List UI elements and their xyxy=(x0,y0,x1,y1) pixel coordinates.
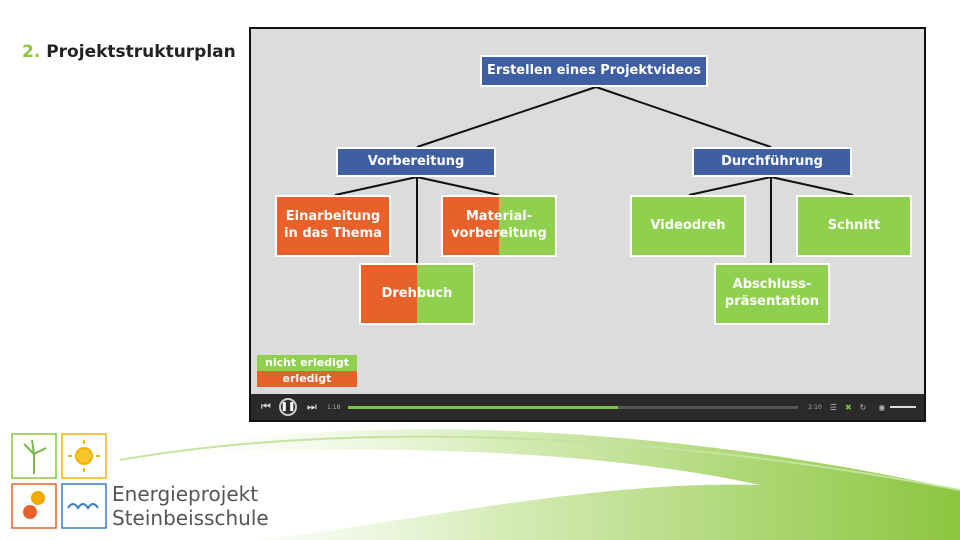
legend-not-done: nicht erledigt xyxy=(257,355,357,371)
node-vorbereitung: Vorbereitung xyxy=(336,147,496,177)
total-time: 2:10 xyxy=(808,403,822,411)
tree-connectors xyxy=(334,86,854,263)
video-stage: Erstellen eines Projektvideos Vorbereitu… xyxy=(251,29,924,394)
speech-bubble-icon xyxy=(23,491,45,519)
legend: nicht erledigt erledigt xyxy=(257,355,357,387)
node-einarbeitung: Einarbeitung in das Thema xyxy=(275,195,391,257)
progress-bar[interactable] xyxy=(348,405,799,409)
slide-title-text: Projektstrukturplan xyxy=(46,42,236,62)
legend-done: erledigt xyxy=(257,371,357,387)
slide-number: 2. xyxy=(22,42,41,62)
node-material: Material- vorbereitung xyxy=(441,195,557,257)
footer-wave xyxy=(119,429,960,540)
node-vorbereitung-label: Vorbereitung xyxy=(367,153,465,169)
node-videodreh: Videodreh xyxy=(630,195,746,257)
connector-root-vorbereitung xyxy=(416,86,597,148)
node-drehbuch: Drehbuch xyxy=(359,263,475,325)
node-durchfuehrung-label: Durchführung xyxy=(721,153,823,169)
speech-tile xyxy=(11,483,57,529)
node-abschluss-label: Abschluss- präsentation xyxy=(724,277,820,309)
connector-durch-videodreh xyxy=(688,176,772,196)
logo-line-2: Steinbeisschule xyxy=(112,506,269,530)
node-durchfuehrung: Durchführung xyxy=(692,147,852,177)
repeat-icon[interactable]: ↻ xyxy=(859,402,867,412)
node-root: Erstellen eines Projektvideos xyxy=(480,55,708,87)
elapsed-time: 1:18 xyxy=(326,403,341,411)
slide-title: 2. Projektstrukturplan xyxy=(22,42,236,62)
progress-fill xyxy=(348,405,619,409)
wind-turbine-icon xyxy=(23,439,47,474)
wave-icon xyxy=(67,503,99,510)
node-abschluss: Abschluss- präsentation xyxy=(714,263,830,325)
volume-slider[interactable] xyxy=(890,406,917,408)
next-icon[interactable]: ⏭ xyxy=(306,400,317,413)
connector-vorb-einarbeitung xyxy=(334,176,418,196)
connector-root-durchfuehrung xyxy=(595,86,772,148)
node-schnitt: Schnitt xyxy=(796,195,912,257)
connector-vorb-material xyxy=(416,176,500,196)
node-root-label: Erstellen eines Projektvideos xyxy=(487,62,701,78)
logo-text: Energieprojekt Steinbeisschule xyxy=(112,482,269,530)
logo-line-1: Energieprojekt xyxy=(112,482,259,506)
logo-tiles xyxy=(11,433,107,529)
pause-button[interactable]: ❚❚ xyxy=(278,398,297,416)
player-controls: ⏮ ❚❚ ⏭ 1:18 2:10 ☰ ✖ ↻ ◉ xyxy=(251,394,924,420)
node-drehbuch-label: Drehbuch xyxy=(381,285,453,301)
node-videodreh-label: Videodreh xyxy=(650,217,726,233)
previous-icon[interactable]: ⏮ xyxy=(261,400,271,413)
sun-icon xyxy=(68,440,100,472)
video-player[interactable]: Erstellen eines Projektvideos Vorbereitu… xyxy=(249,27,926,422)
node-material-label: Material- vorbereitung xyxy=(451,209,547,241)
shuffle-icon[interactable]: ✖ xyxy=(844,402,852,412)
connector-durch-schnitt xyxy=(770,176,854,196)
menu-icon[interactable]: ☰ xyxy=(829,402,837,412)
volume-icon[interactable]: ◉ xyxy=(878,402,886,412)
node-schnitt-label: Schnitt xyxy=(827,217,881,233)
node-einarbeitung-label: Einarbeitung in das Thema xyxy=(284,209,382,241)
